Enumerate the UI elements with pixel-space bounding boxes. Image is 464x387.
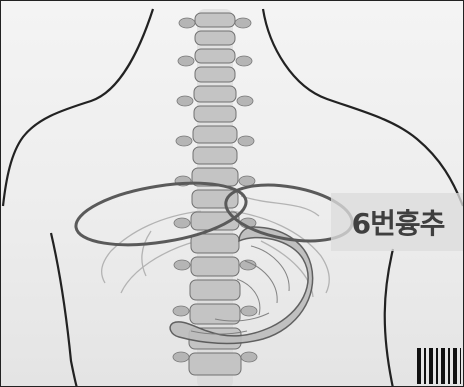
- right-torso-outline: [385, 249, 393, 387]
- left-body-outline: [3, 9, 153, 206]
- barcode-graphic: [417, 348, 461, 384]
- vertebra-label: 6번흉추: [352, 202, 445, 242]
- vertebra-label-box: 6번흉추: [331, 193, 464, 251]
- left-torso-outline: [51, 233, 77, 387]
- right-body-outline: [263, 9, 463, 206]
